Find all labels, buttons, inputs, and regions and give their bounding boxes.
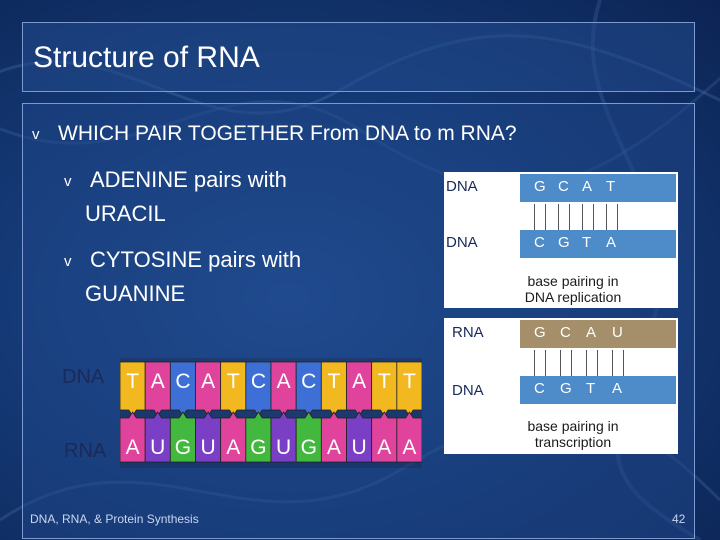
dna-base-letter: C [251,370,266,393]
rna-base-letter: U [351,436,366,459]
diagram-top-label: RNA [452,324,484,341]
rna-base-tile [220,411,247,463]
rna-base-tile [295,411,322,463]
dna-base-letter: A [201,370,215,393]
rna-base-letter: A [377,436,391,459]
rna-base-tile [320,411,347,463]
dna-base-letter: A [151,370,165,393]
diagram-caption-2: DNA replication [524,289,622,305]
diagram-top-label: DNA [446,178,478,195]
dna-base-letter: T [403,370,416,393]
bullet-cytosine-cont: GUANINE [85,281,186,306]
base-letter: G [534,178,546,195]
diagram-bottom-label: DNA [452,382,484,399]
rna-base-letter: A [226,436,240,459]
rna-base-tile [120,411,146,463]
rna-base-letter: G [301,436,317,459]
base-letter: A [612,380,623,397]
strip-dna-label: DNA [62,366,105,388]
dna-base-letter: T [328,370,341,393]
question-text: WHICH PAIR TOGETHER From DNA to m RNA? [58,122,517,145]
rna-base-tile [346,411,373,463]
diagram-bottom-label: DNA [446,234,478,251]
base-letter: G [534,324,546,341]
base-letter: A [606,234,617,251]
rna-base-letter: U [200,436,215,459]
dna-base-letter: T [378,370,391,393]
rna-base-letter: U [150,436,165,459]
base-letter: C [534,234,545,251]
base-letter: C [560,324,571,341]
base-letter: U [612,324,623,341]
base-letter: C [534,380,545,397]
dna-base-letter: C [301,370,316,393]
diagram-caption-1: base pairing in [527,418,619,434]
slide-title: Structure of RNA [33,41,260,74]
dna-top-strand: G C A T [520,174,676,202]
dna-replication-diagram: DNA G C A T DNA C G T A base pairing in … [444,172,678,308]
bullet-adenine: ADENINE pairs with [90,167,287,192]
page-number: 42 [672,512,686,526]
base-letter: A [586,324,597,341]
rna-base-letter: A [327,436,341,459]
bullet-marker-icon: v [64,253,72,270]
dna-strand: C G T A [520,376,676,404]
dna-base-letter: T [126,370,139,393]
rna-strand: G C A U [520,320,676,348]
rna-base-letter: G [250,436,266,459]
base-letter: G [558,234,570,251]
dna-base-letter: A [277,370,291,393]
dna-base-letter: T [227,370,240,393]
footer-text: DNA, RNA, & Protein Synthesis [30,512,199,526]
base-pair-rungs [534,204,644,234]
dna-base-letter: C [175,370,190,393]
transcription-diagram: RNA G C A U DNA C G T A base pairing in … [444,318,678,454]
rna-base-letter: A [126,436,140,459]
dna-bottom-strand: C G T A [520,230,676,258]
bullet-marker-icon: v [32,126,40,143]
rna-base-letter: A [402,436,416,459]
bullet-adenine-cont: URACIL [85,201,166,226]
bullet-cytosine: CYTOSINE pairs with [90,247,302,272]
rna-base-tile [195,411,222,463]
base-letter: T [606,178,616,195]
bullet-marker-icon: v [64,173,72,190]
title-box: Structure of RNA [22,22,695,92]
base-letter: A [582,178,593,195]
rna-base-letter: U [276,436,291,459]
base-letter: T [586,380,596,397]
diagram-caption-1: base pairing in [527,273,619,289]
rna-base-tile [396,411,422,463]
base-letter: C [558,178,569,195]
dna-base-tile [396,361,422,417]
base-letter: T [582,234,592,251]
rna-base-tile [169,411,196,463]
strip-rna-label: RNA [64,440,107,462]
rna-base-tile [144,411,171,463]
rna-base-tile [270,411,297,463]
base-pair-rungs [534,350,644,380]
rna-base-tile [245,411,272,463]
dna-base-letter: A [352,370,366,393]
rna-base-tile [371,411,398,463]
diagram-caption-2: transcription [534,434,612,450]
rna-base-letter: G [175,436,191,459]
base-letter: G [560,380,572,397]
